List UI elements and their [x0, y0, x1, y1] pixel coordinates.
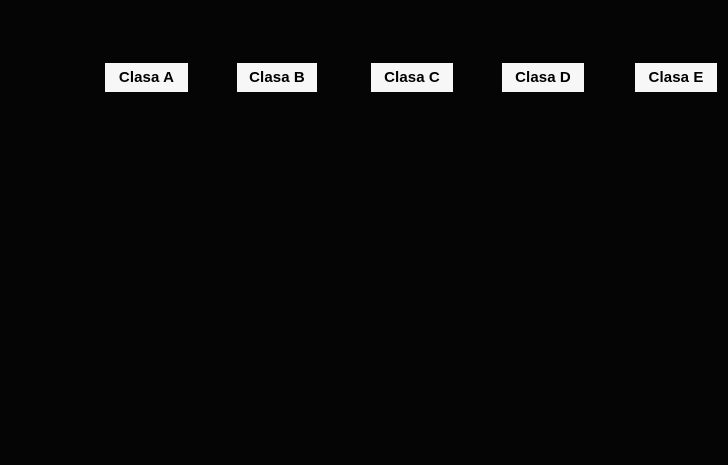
node-label-clasa-a[interactable]: Clasa A	[105, 63, 188, 92]
node-label-clasa-e[interactable]: Clasa E	[635, 63, 717, 92]
node-label-text: Clasa A	[118, 69, 175, 86]
node-label-clasa-d[interactable]: Clasa D	[502, 63, 584, 92]
node-label-text: Clasa D	[515, 69, 571, 86]
node-label-clasa-c[interactable]: Clasa C	[371, 63, 453, 92]
node-label-text: Clasa E	[648, 69, 704, 86]
node-label-text: Clasa B	[249, 69, 305, 86]
node-label-clasa-b[interactable]: Clasa B	[237, 63, 317, 92]
node-label-text: Clasa C	[384, 69, 440, 86]
